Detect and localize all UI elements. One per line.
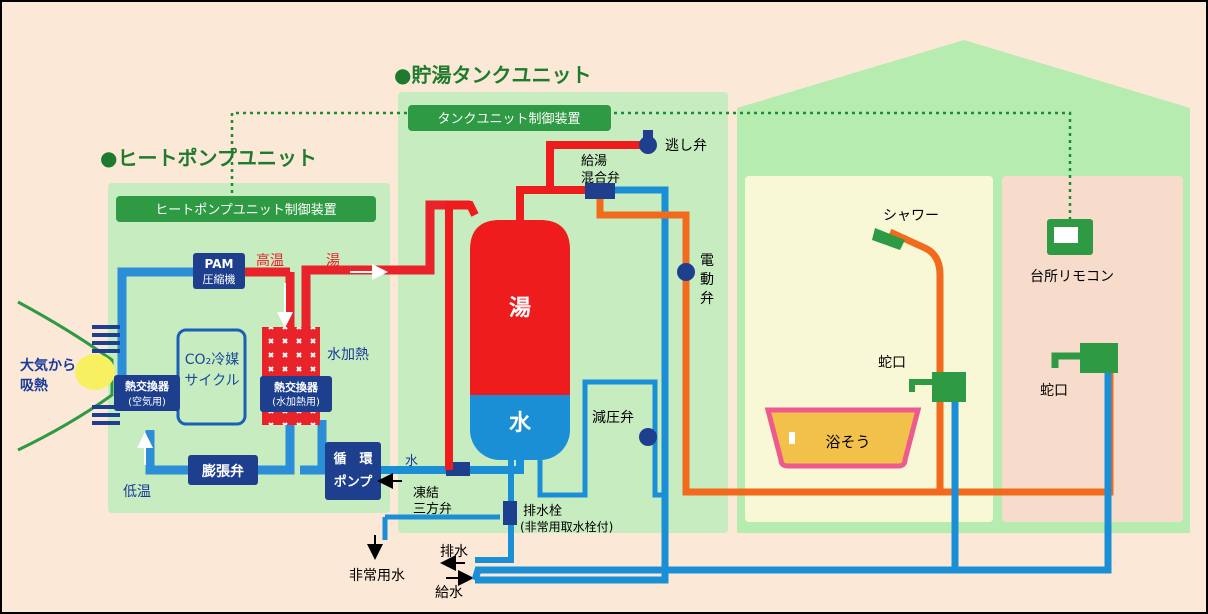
low-temp-label: 低温 bbox=[123, 484, 151, 500]
heat-exchanger-fins bbox=[92, 325, 120, 425]
control-signal-line bbox=[230, 111, 1072, 220]
co2-cycle-line2: サイクル bbox=[184, 373, 239, 389]
air-hx-line2: (空気用) bbox=[128, 395, 166, 408]
tank-hot-label: 湯 bbox=[509, 296, 531, 321]
relief-valve-label: 逃し弁 bbox=[665, 138, 707, 154]
hot-water-flow-label: 湯 bbox=[326, 252, 340, 269]
tank-hot-section bbox=[470, 220, 570, 395]
expansion-valve[interactable] bbox=[188, 455, 258, 485]
pam-compressor[interactable] bbox=[193, 253, 245, 289]
drain-pipe bbox=[475, 460, 514, 563]
drain-plug-line2: (非常用取水栓付) bbox=[520, 519, 613, 534]
air-hx-line1: 熱交換器 bbox=[125, 379, 170, 393]
mixing-valve[interactable] bbox=[585, 183, 615, 199]
water-flow-label: 水 bbox=[405, 454, 418, 469]
bath-faucet-icon[interactable] bbox=[932, 372, 966, 402]
shower-pipe bbox=[888, 228, 944, 380]
air-heat-exchanger[interactable] bbox=[114, 375, 180, 411]
bath-faucet-label: 蛇口 bbox=[878, 355, 906, 371]
water-hx-line1: 熱交換器 bbox=[274, 380, 319, 394]
mixing-valve-line2: 混合弁 bbox=[581, 171, 620, 186]
air-heat-glow bbox=[75, 354, 115, 390]
freeze-valve-line1: 凍結 bbox=[413, 485, 439, 501]
pump-line2: ポンプ bbox=[334, 474, 374, 490]
kitchen-remote-screen bbox=[1054, 227, 1078, 243]
compressor-line1: PAM bbox=[205, 257, 234, 271]
freeze-valve-line2: 三方弁 bbox=[413, 501, 452, 517]
emergency-water-label: 非常用水 bbox=[349, 568, 405, 584]
bathtub-label: 浴そう bbox=[825, 433, 870, 451]
water-heating-label: 水加熱 bbox=[327, 347, 369, 363]
tank-cold-label: 水 bbox=[509, 411, 532, 436]
pump-line1: 循 環 bbox=[333, 451, 373, 467]
expansion-valve-label: 膨張弁 bbox=[202, 463, 244, 480]
compressor-line2: 圧縮機 bbox=[203, 272, 236, 286]
kitchen-faucet-label: 蛇口 bbox=[1040, 383, 1068, 399]
refrigerant-loop bbox=[117, 200, 470, 475]
water-heat-exchanger[interactable] bbox=[260, 376, 332, 412]
relief-valve-icon[interactable] bbox=[639, 136, 657, 154]
heat-pump-controller-box[interactable] bbox=[116, 196, 376, 222]
air-intake-line1: 大気から bbox=[20, 357, 76, 374]
tank-unit-title: ●貯湯タンクユニット bbox=[394, 63, 591, 87]
pressure-reducing-valve[interactable] bbox=[639, 428, 657, 446]
water-hx-line2: (水加熱用) bbox=[272, 395, 320, 408]
motor-valve-line2: 動 bbox=[700, 272, 714, 288]
heat-pump-controller-label: ヒートポンプユニット制御装置 bbox=[155, 203, 337, 218]
shower-label: シャワー bbox=[883, 208, 939, 224]
supply-label: 給水 bbox=[435, 585, 463, 601]
drain-plug[interactable] bbox=[503, 501, 517, 525]
kitchen-remote-label: 台所リモコン bbox=[1030, 269, 1114, 285]
pressure-loop-pipe bbox=[537, 379, 665, 498]
motor-valve[interactable] bbox=[677, 263, 695, 281]
circulation-pump[interactable] bbox=[325, 442, 381, 500]
high-temp-label: 高温 bbox=[256, 252, 284, 269]
drain-plug-line1: 排水栓 bbox=[523, 504, 562, 519]
tank-controller-box[interactable] bbox=[408, 105, 611, 131]
drain-label: 排水 bbox=[440, 544, 468, 560]
cold-mains-pipe bbox=[475, 186, 669, 584]
heat-pump-unit-title: ●ヒートポンプユニット bbox=[100, 146, 317, 170]
house-supply-pipe bbox=[471, 368, 1112, 582]
tank-controller-label: タンクユニット制御装置 bbox=[437, 112, 580, 127]
kitchen-faucet-icon[interactable] bbox=[1080, 343, 1118, 373]
motor-valve-line1: 電 bbox=[700, 253, 714, 269]
mixing-valve-line1: 給湯 bbox=[581, 154, 607, 169]
pressure-valve-label: 減圧弁 bbox=[592, 409, 634, 426]
motor-valve-line3: 弁 bbox=[700, 291, 714, 307]
bathtub-icon bbox=[764, 407, 922, 469]
co2-cycle-line1: CO₂冷媒 bbox=[185, 352, 239, 368]
shower-head-icon[interactable] bbox=[872, 228, 905, 250]
air-intake-line2: 吸熱 bbox=[20, 377, 48, 394]
